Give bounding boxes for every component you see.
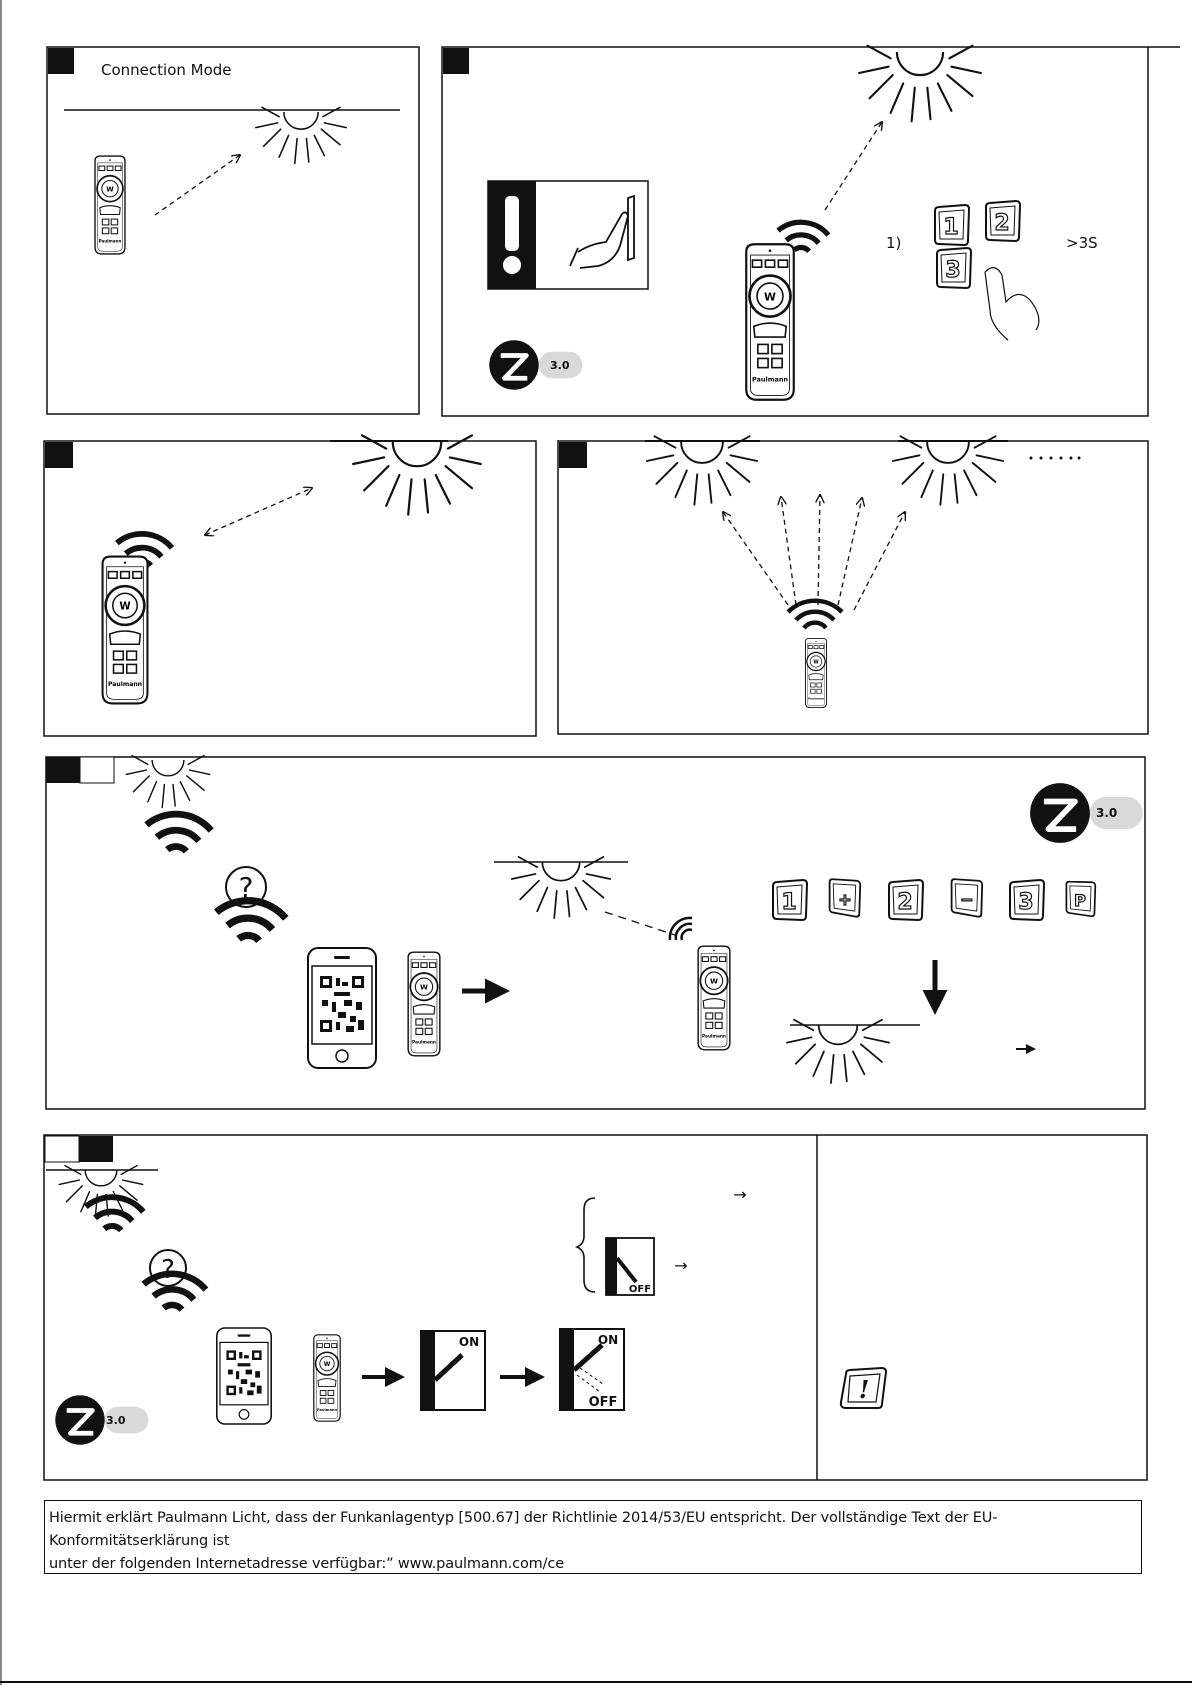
arrow-icon: →: [733, 1185, 746, 1204]
panel-multiple-lamps: [557, 435, 1149, 735]
wireless-signal-icon: [86, 1181, 143, 1238]
remote-control-icon: [697, 945, 731, 1051]
zigbee-logo-icon: [55, 1395, 148, 1444]
lamp-icon: [58, 1164, 144, 1219]
keypad-icon: 1 2 3: [934, 200, 1021, 289]
signal-arrows: [723, 495, 905, 611]
switch-off-label: OFF: [629, 1284, 651, 1295]
wireless-signal-icon: [146, 795, 211, 860]
key-3-label: 3: [1018, 890, 1033, 915]
panel-reset: ? ON ON OFF → OFF →: [43, 1134, 1148, 1481]
more-lamps-dots: [1029, 456, 1081, 460]
wall-switch-on-icon: ON: [420, 1330, 486, 1411]
signal-arrow: [824, 122, 882, 211]
arrow-icon: →: [674, 1256, 687, 1275]
warning-key-label: !: [859, 1375, 870, 1404]
switch-on-label: ON: [459, 1335, 479, 1349]
switch-on-label: ON: [598, 1333, 618, 1347]
step-number-box: [79, 1136, 113, 1162]
warning-key-icon: !: [839, 1366, 888, 1409]
key-1-label: 1: [943, 215, 958, 240]
wireless-signal-icon: [668, 916, 693, 941]
lamp-icon: [125, 754, 211, 809]
warning-icon: [487, 180, 649, 290]
panel-app-pairing: ? 1 + 2 − 3 P: [45, 754, 1146, 1110]
signal-line: [604, 911, 676, 936]
step-number-box: [443, 48, 469, 74]
hand-press-icon: [569, 194, 635, 269]
remote-control-icon: [101, 555, 149, 705]
step-label: 1): [886, 234, 901, 252]
key-3-label: 3: [945, 258, 960, 283]
lamp-icon: [645, 435, 759, 506]
step-number-box: [559, 442, 587, 468]
declaration-of-conformity: Hiermit erklärt Paulmann Licht, dass der…: [44, 1500, 1142, 1574]
signal-arrow: [205, 488, 312, 535]
smartphone-qr-icon: [307, 947, 377, 1069]
svg-text:?: ?: [239, 871, 254, 904]
panel-connection-mode: [46, 46, 420, 415]
wall-switch-off-icon: OFF: [605, 1237, 655, 1296]
option-brace: [574, 1197, 596, 1293]
wall-switch-toggle-icon: ON OFF: [559, 1328, 625, 1411]
panel-title: Connection Mode: [101, 61, 232, 79]
key-2-label: 2: [897, 890, 912, 915]
key-1-label: 1: [781, 890, 796, 915]
finger-press-icon: [984, 267, 1040, 341]
step-number-box: [45, 442, 73, 468]
switch-off-label: OFF: [589, 1395, 618, 1410]
remote-control-icon: [313, 1334, 341, 1422]
lamp-icon: [510, 856, 612, 919]
lamp-icon: [786, 1018, 890, 1084]
panel-range: [43, 434, 537, 737]
step-number-box: [48, 48, 74, 74]
lamp-icon: [858, 44, 982, 123]
key-minus-label: −: [960, 890, 973, 909]
question-icon: ?: [225, 866, 267, 908]
lamp-icon: [352, 434, 482, 516]
declaration-line-1: Hiermit erklärt Paulmann Licht, dass der…: [49, 1510, 998, 1549]
declaration-line-2: unter der folgenden Internetadresse verf…: [49, 1556, 564, 1572]
question-icon: ?: [149, 1249, 187, 1287]
hold-time-label: >3S: [1066, 234, 1098, 252]
remote-control-icon: [744, 242, 796, 402]
zigbee-logo-icon: [1030, 783, 1143, 843]
lamp-icon: [254, 106, 348, 165]
smartphone-qr-icon: [216, 1327, 273, 1425]
svg-text:?: ?: [161, 1255, 175, 1285]
key-row: 1 + 2 − 3 P: [772, 876, 1097, 921]
remote-control-icon: [94, 155, 126, 255]
zigbee-version-badge: 3.0: [106, 1414, 126, 1427]
zigbee-version-badge: 3.0: [1096, 806, 1117, 820]
key-2-label: 2: [994, 211, 1009, 236]
remote-control-icon: [407, 951, 441, 1057]
zigbee-version-badge: 3.0: [550, 359, 570, 372]
key-plus-label: +: [838, 890, 851, 909]
signal-arrow: [154, 155, 240, 216]
step-number-box: [46, 757, 80, 783]
wireless-signal-icon: [786, 598, 844, 630]
panel-pairing: 1 2 3: [441, 44, 1180, 417]
key-p-label: P: [1074, 891, 1086, 910]
lamp-icon: [891, 435, 1005, 506]
remote-control-icon: [804, 637, 828, 709]
